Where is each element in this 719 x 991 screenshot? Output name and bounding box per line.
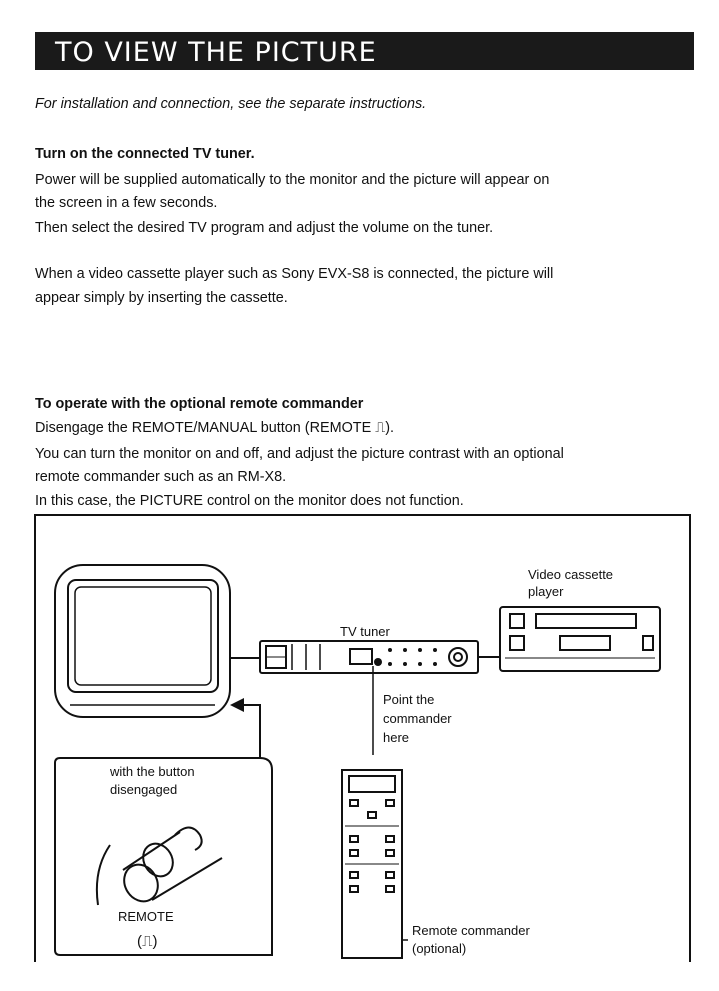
diagram-frame [34, 514, 691, 962]
remote-button-symbol: (⎍) [137, 933, 158, 950]
page-title: TO VIEW THE PICTURE [55, 37, 377, 68]
point-label-3: here [383, 730, 409, 745]
video-player-label-1: Video cassette [528, 567, 613, 582]
section1-line-1: Power will be supplied automatically to … [35, 172, 550, 188]
button-callout-box [54, 704, 273, 956]
section2-line-2: You can turn the monitor on and off, and… [35, 446, 564, 462]
section2-line-1: Disengage the REMOTE/MANUAL button (REMO… [35, 420, 395, 436]
section1-line-2: the screen in a few seconds. [35, 195, 218, 211]
title-bar: TO VIEW THE PICTURE [35, 32, 694, 70]
remote-commander-icon [341, 769, 403, 959]
button-label-1: with the button [109, 764, 195, 779]
remote-button-label: REMOTE [118, 909, 174, 924]
commander-label-2: (optional) [412, 941, 466, 956]
point-label-1: Point the [383, 692, 434, 707]
remote-manual-button-icon [95, 826, 223, 906]
point-label-2: commander [383, 711, 452, 726]
vcr-line-1: When a video cassette player such as Son… [35, 266, 554, 282]
section1-line-3: Then select the desired TV program and a… [35, 220, 494, 236]
tv-tuner-icon [259, 640, 479, 674]
section2-heading: To operate with the optional remote comm… [35, 396, 364, 412]
commander-label-1: Remote commander [412, 923, 530, 938]
section2-line-4: In this case, the PICTURE control on the… [35, 493, 464, 509]
section2-line-3: remote commander such as an RM-X8. [35, 469, 287, 485]
video-player-label-2: player [528, 584, 564, 599]
intro-text: For installation and connection, see the… [35, 96, 427, 112]
vcr-line-2: appear simply by inserting the cassette. [35, 290, 288, 306]
tuner-label: TV tuner [340, 624, 391, 639]
tv-monitor-icon [54, 564, 231, 718]
section1-heading: Turn on the connected TV tuner. [35, 146, 255, 162]
video-cassette-player-icon [499, 606, 661, 672]
button-label-2: disengaged [110, 782, 177, 797]
